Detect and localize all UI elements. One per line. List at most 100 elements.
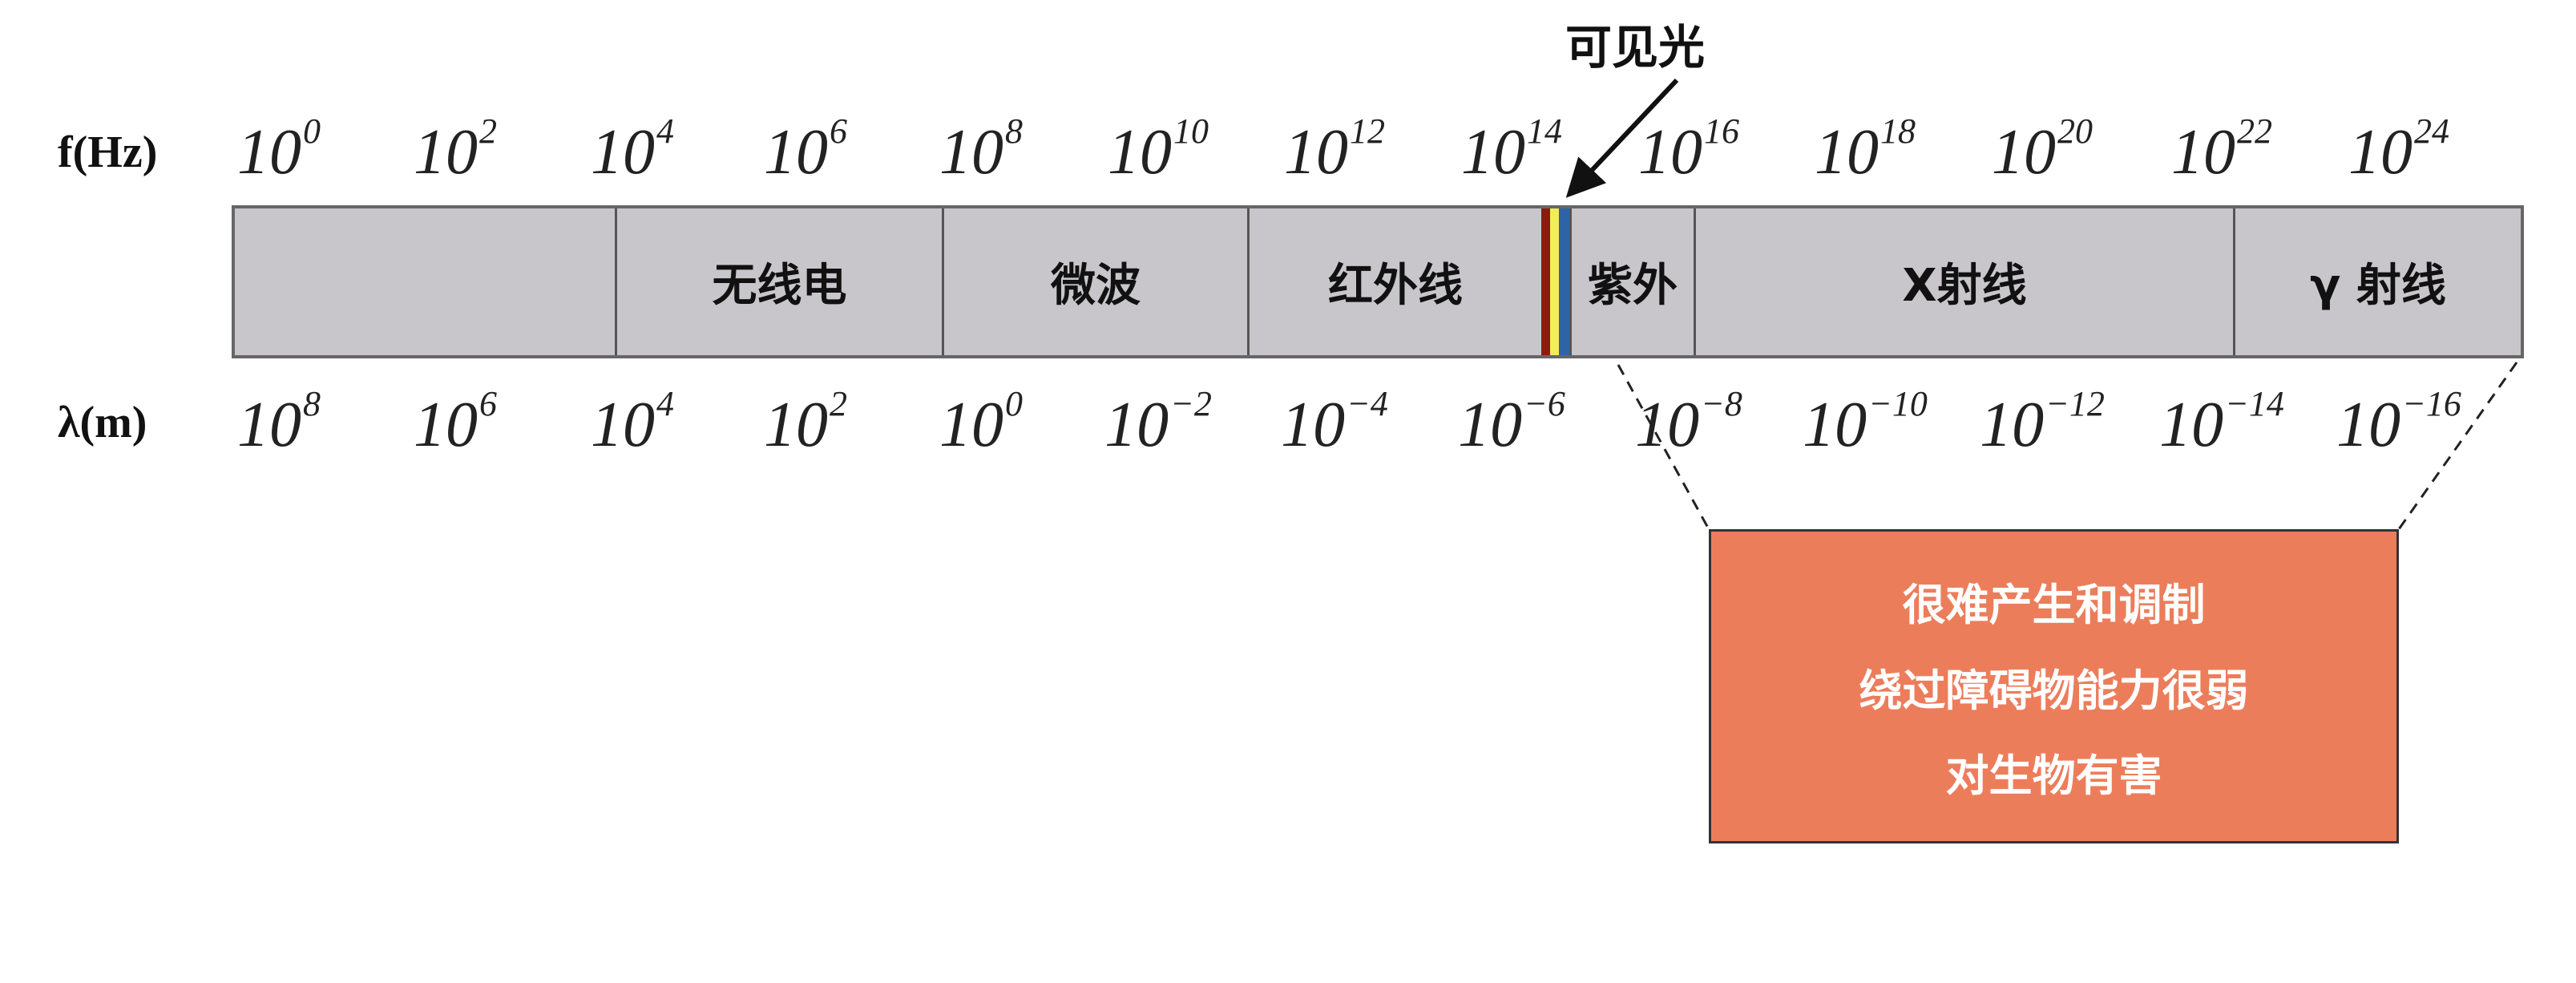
wavelength-tick-label: 10−4: [1281, 386, 1388, 460]
callout-line: 很难产生和调制: [1902, 580, 2206, 631]
tick-exponent: −10: [1868, 384, 1928, 423]
band-infrared: 红外线: [1247, 208, 1541, 355]
tick-exponent: −6: [1524, 384, 1565, 423]
tick-base: 10: [591, 390, 655, 460]
tick-base: 10: [764, 117, 828, 188]
frequency-tick-label: 1010: [1108, 114, 1209, 185]
tick-exponent: −8: [1701, 384, 1742, 423]
callout-dashed-line-left: [1617, 364, 1710, 530]
tick-base: 10: [414, 117, 478, 188]
frequency-tick-label: 1012: [1284, 114, 1385, 185]
tick-base: 10: [939, 390, 1003, 460]
frequency-tick-label: 106: [764, 114, 847, 185]
band-xray: X射线: [1694, 208, 2233, 355]
tick-exponent: 16: [1704, 111, 1739, 151]
frequency-tick-label: 100: [237, 114, 321, 185]
tick-exponent: 8: [1005, 111, 1023, 151]
band-label: γ 射线: [2310, 260, 2446, 312]
tick-base: 10: [1635, 390, 1700, 460]
tick-exponent: 2: [830, 384, 847, 423]
wavelength-tick-label: 106: [414, 386, 497, 460]
wavelength-tick-label: 10−8: [1635, 386, 1742, 460]
band-microwave: 微波: [942, 208, 1247, 355]
tick-exponent: 20: [2057, 111, 2093, 151]
tick-exponent: 4: [656, 111, 674, 151]
tick-exponent: −4: [1347, 384, 1388, 423]
tick-exponent: 4: [656, 384, 674, 423]
frequency-tick-label: 1024: [2348, 114, 2449, 185]
tick-base: 10: [237, 117, 301, 188]
wavelength-tick-label: 10−14: [2159, 386, 2284, 460]
tick-base: 10: [1108, 117, 1172, 188]
tick-base: 10: [764, 390, 828, 460]
tick-base: 10: [2348, 117, 2412, 188]
callout-line: 绕过障碍物能力很弱: [1859, 665, 2249, 716]
tick-base: 10: [414, 390, 478, 460]
band-ultraviolet: 紫外: [1569, 208, 1694, 355]
band-gamma: γ 射线: [2233, 208, 2521, 355]
wavelength-tick-label: 10−16: [2336, 386, 2461, 460]
frequency-tick-label: 1014: [1461, 114, 1562, 185]
visible-light-label: 可见光: [1565, 20, 1706, 75]
tick-exponent: −16: [2402, 384, 2461, 423]
high-frequency-callout: 很难产生和调制 绕过障碍物能力很弱 对生物有害: [1709, 529, 2399, 843]
frequency-tick-label: 1022: [2171, 114, 2272, 185]
band-radio: 无线电: [615, 208, 942, 355]
frequency-tick-label: 108: [939, 114, 1023, 185]
tick-exponent: 10: [1173, 111, 1209, 151]
tick-exponent: −12: [2045, 384, 2105, 423]
frequency-tick-label: 104: [591, 114, 674, 185]
tick-base: 10: [1638, 117, 1702, 188]
band-label: 无线电: [712, 260, 847, 312]
wavelength-tick-label: 108: [237, 386, 321, 458]
band-label: X射线: [1902, 260, 2027, 312]
frequency-tick-label: 102: [414, 114, 497, 185]
tick-base: 10: [2171, 117, 2235, 188]
tick-base: 10: [1458, 390, 1523, 460]
frequency-tick-label: 1020: [1992, 114, 2093, 185]
tick-base: 10: [1461, 117, 1525, 188]
visible-red-strip: [1541, 208, 1550, 355]
band-label: 微波: [1051, 260, 1141, 312]
wavelength-tick-label: 102: [764, 386, 847, 460]
band-label: 红外线: [1328, 260, 1463, 312]
frequency-tick-label: 1018: [1815, 114, 1916, 185]
wavelength-tick-label: 10−2: [1104, 386, 1212, 460]
tick-base: 10: [1980, 390, 2045, 460]
tick-exponent: 8: [303, 384, 321, 423]
tick-exponent: 6: [830, 111, 847, 151]
tick-base: 10: [1992, 117, 2056, 188]
tick-base: 10: [1815, 117, 1879, 188]
wavelength-tick-label: 10−10: [1803, 386, 1928, 460]
band-label: 紫外: [1588, 260, 1678, 312]
tick-exponent: 12: [1350, 111, 1385, 151]
visible-yellow-strip: [1550, 208, 1559, 355]
tick-exponent: 2: [479, 111, 497, 151]
tick-base: 10: [939, 117, 1003, 188]
wavelength-tick-label: 10−12: [1980, 386, 2105, 460]
callout-line: 对生物有害: [1945, 750, 2162, 801]
tick-base: 10: [1104, 390, 1169, 460]
tick-base: 10: [591, 117, 655, 188]
tick-exponent: −14: [2225, 384, 2284, 423]
tick-base: 10: [2159, 390, 2224, 460]
wavelength-tick-label: 10−6: [1458, 386, 1565, 460]
frequency-axis-label: f(Hz): [58, 127, 158, 177]
tick-base: 10: [2336, 390, 2401, 460]
tick-exponent: 24: [2414, 111, 2449, 151]
tick-exponent: 22: [2237, 111, 2272, 151]
tick-base: 10: [1803, 390, 1867, 460]
spectrum-bar: 无线电 微波 红外线 紫外 X射线 γ 射线: [232, 205, 2524, 358]
tick-exponent: 0: [1005, 384, 1023, 423]
tick-base: 10: [1281, 390, 1346, 460]
tick-exponent: 14: [1527, 111, 1562, 151]
tick-exponent: 0: [303, 111, 321, 151]
wavelength-axis-label: λ(m): [58, 398, 147, 447]
visible-light-arrow: [1565, 78, 1679, 198]
wavelength-tick-label: 104: [591, 386, 674, 460]
tick-exponent: −2: [1170, 384, 1212, 423]
tick-exponent: 6: [479, 384, 497, 423]
visible-blue-strip: [1559, 208, 1569, 355]
frequency-tick-label: 1016: [1638, 114, 1739, 185]
